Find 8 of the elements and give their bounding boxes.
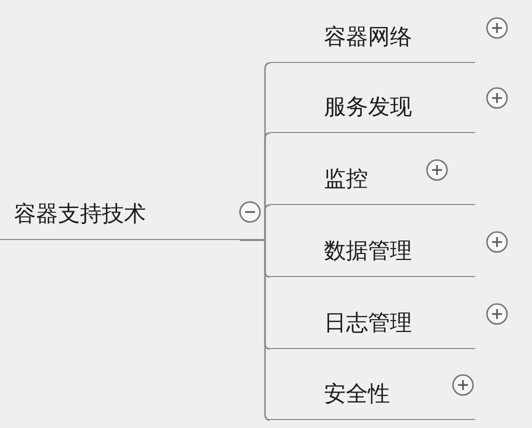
topic-text: 日志管理 [324,310,412,338]
topic-text: 服务发现 [324,94,412,122]
connector-line [240,239,270,421]
topic-text: 监控 [324,166,368,194]
topic-text: 容器网络 [324,24,412,52]
topic-text: 容器支持技术 [14,201,146,229]
topic-text: 安全性 [324,381,390,409]
topic-text: 数据管理 [324,238,412,266]
